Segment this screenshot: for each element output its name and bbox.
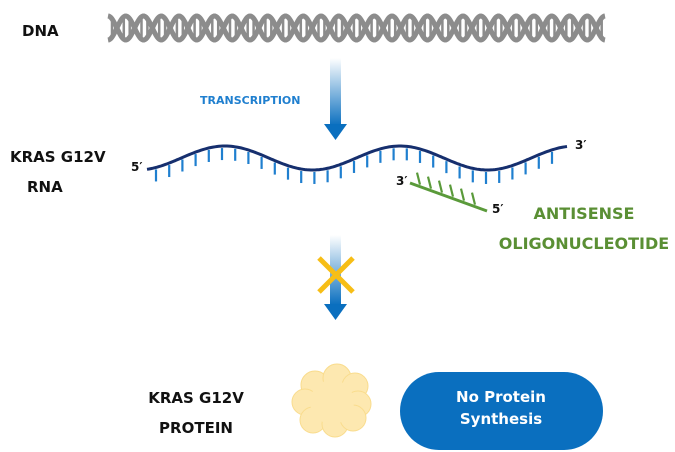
antisense-oligonucleotide-strand [409, 172, 488, 213]
rna-label-line1: KRAS G12V [10, 148, 106, 166]
transcription-label: TRANSCRIPTION [200, 94, 301, 107]
protein-cloud-icon [291, 363, 372, 438]
dna-label: DNA [22, 22, 59, 40]
protein-label-line2: PROTEIN [159, 419, 233, 437]
antisense-label-line1: ANTISENSE [533, 204, 635, 223]
rna-5-prime: 5′ [131, 160, 143, 174]
result-label-line2: Synthesis [459, 410, 543, 428]
blocked-translation-arrow [324, 235, 347, 320]
block-x-icon [317, 256, 355, 294]
rna-strand [146, 144, 568, 184]
rna-3-prime: 3′ [575, 138, 587, 152]
no-protein-synthesis-pill [400, 372, 603, 450]
aso-3-prime: 3′ [396, 174, 408, 188]
transcription-arrow [324, 58, 347, 140]
aso-5-prime: 5′ [492, 202, 504, 216]
dna-helix-icon [107, 13, 606, 43]
rna-label-line2: RNA [27, 178, 63, 196]
protein-label-line1: KRAS G12V [148, 389, 244, 407]
result-label-line1: No Protein [456, 388, 546, 406]
antisense-label-line2: OLIGONUCLEOTIDE [498, 234, 670, 253]
